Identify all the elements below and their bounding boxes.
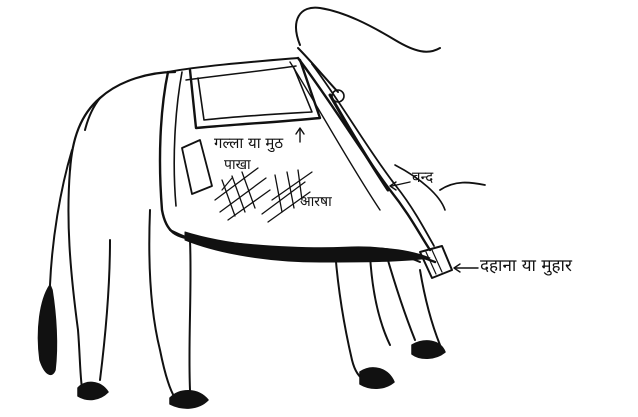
hind-leg-left — [68, 170, 82, 388]
label-mouth: दहाना या मुहार — [480, 258, 572, 275]
saddle-pad — [190, 60, 320, 128]
hoof-front-left — [360, 368, 394, 388]
tether-rope — [296, 8, 440, 52]
tail-tuft — [38, 285, 56, 374]
hind-leg-left-back — [100, 240, 110, 380]
side-flap — [182, 140, 212, 194]
hind-leg-right — [149, 210, 175, 398]
front-leg-right-back — [420, 270, 440, 345]
label-side: पाखा — [224, 158, 251, 172]
hind-leg-right-back — [189, 240, 190, 390]
neck-band-third — [290, 62, 380, 210]
saddle-cloth-top-inner — [186, 66, 296, 80]
front-leg-left — [335, 250, 365, 380]
saddle-cloth-border-inner — [174, 72, 182, 206]
belly-band — [185, 232, 430, 262]
front-leg-left-back — [370, 255, 390, 345]
hatch-marks — [215, 168, 312, 222]
front-leg-right — [385, 250, 415, 340]
hoof-right — [170, 391, 208, 408]
saddle-cloth-top — [168, 58, 298, 72]
hoof-left — [78, 382, 108, 399]
animal-ear — [440, 183, 485, 190]
label-saddle-pocket: गल्ला या मुठ — [214, 136, 283, 151]
label-inner: आरषा — [300, 195, 332, 209]
label-band: बन्द — [412, 170, 433, 185]
neck-band-inner — [312, 64, 434, 246]
